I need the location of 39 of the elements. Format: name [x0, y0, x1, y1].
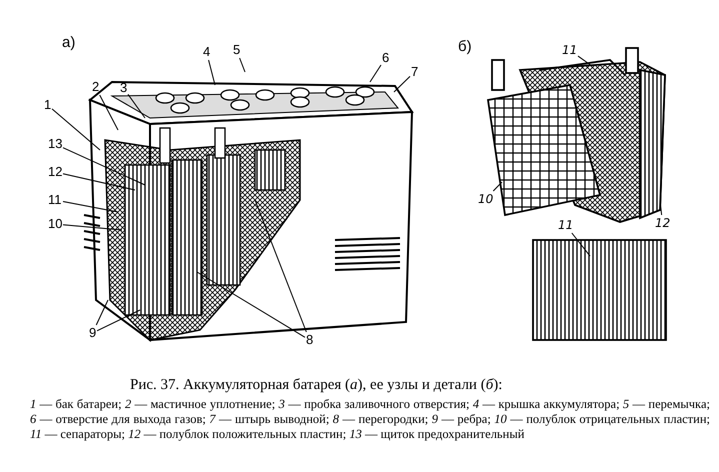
callout-number: 11	[558, 218, 574, 232]
leader-line	[52, 108, 100, 150]
leader-line	[370, 64, 382, 82]
callout-number: 6	[382, 51, 390, 65]
callout-number: 1	[44, 98, 52, 112]
callout-number: 3	[120, 81, 128, 95]
callout-number: 4	[203, 45, 210, 59]
leader-line	[62, 147, 146, 186]
callout-number: 10	[48, 217, 62, 231]
leader-line	[128, 94, 146, 118]
leader-line	[239, 58, 246, 72]
panel-label: а)	[62, 34, 76, 51]
leader-line	[99, 94, 118, 130]
legend-text: 1 — бак батареи; 2 — мастичное уплотнение; 3 — пробка заливочного отверстия; 4 — крышка аккумулятора; 5 — перемычка; 6 — отверстие для выхода газов; 7 — штырь выводной; 8 — перегородки; 9 — ребра; 10 — полублок отрицательных пластин; 11 — сепараторы; 12 — полублок положительных пластин; 13 — щиток предохранительный	[30, 397, 710, 442]
callout-number: 2	[92, 80, 100, 94]
leader-line	[196, 272, 306, 338]
panel-label: б)	[458, 38, 472, 55]
callout-number: 9	[89, 326, 96, 340]
leader-line	[96, 310, 140, 332]
callout-number: 11	[48, 193, 62, 207]
figure-caption: Рис. 37. Аккумуляторная батарея (а), ее узлы и детали (б):	[130, 377, 504, 394]
callout-number: 11	[562, 43, 578, 57]
leader-line	[492, 182, 502, 192]
leader-line	[62, 224, 122, 230]
callout-number: 7	[411, 65, 418, 79]
leader-line	[208, 60, 216, 86]
leader-line	[254, 200, 307, 332]
callout-number: 10	[478, 192, 494, 206]
leader-line	[62, 201, 118, 212]
callout-number: 12	[48, 165, 62, 179]
callout-number: 13	[48, 137, 62, 151]
leader-line	[394, 76, 410, 92]
leader-line	[660, 200, 662, 216]
callout-number: 12	[655, 216, 670, 230]
callout-number: 5	[233, 43, 240, 57]
leader-line	[62, 173, 136, 190]
leader-line	[96, 300, 108, 326]
callout-number: 8	[306, 333, 314, 347]
leader-line	[578, 56, 592, 66]
